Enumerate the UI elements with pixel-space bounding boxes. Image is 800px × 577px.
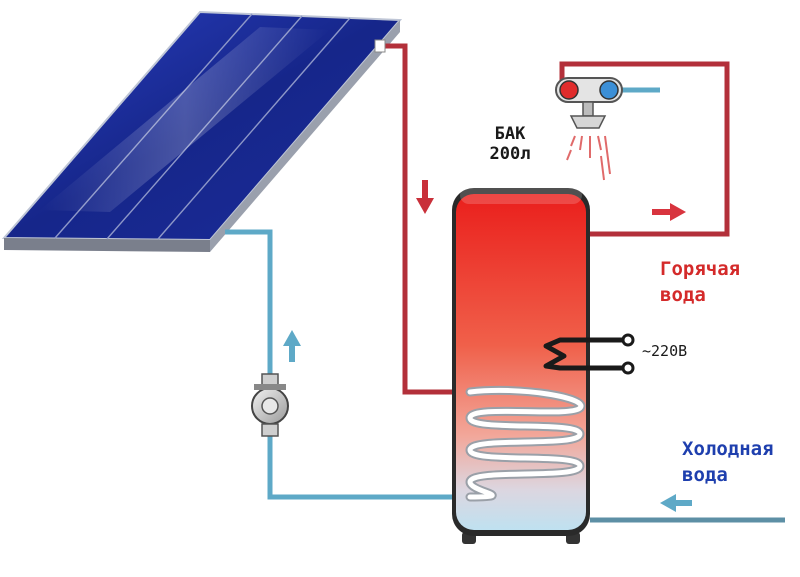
tap-neck xyxy=(582,101,594,117)
hot-water-label: Горячая вода xyxy=(660,256,740,308)
solar-panel xyxy=(1,10,403,252)
terminal-icon xyxy=(621,333,635,347)
cold-water-label-line2: вода xyxy=(682,464,728,486)
cold-pipes xyxy=(225,229,785,523)
tank-label-line1: БАК xyxy=(494,124,526,144)
pump-rotor xyxy=(261,397,279,415)
hot-water-label-line1: Горячая xyxy=(660,258,741,280)
hot-pipes xyxy=(378,43,730,395)
flow-arrows xyxy=(283,180,692,512)
cold-water-label-line1: Холодная xyxy=(682,438,774,460)
cold-water-label: Холодная вода xyxy=(682,436,774,488)
tank-top-highlight xyxy=(460,186,582,204)
terminal-icon xyxy=(621,361,635,375)
electric-heater xyxy=(543,333,635,375)
solar-panel-frame-side xyxy=(210,20,400,252)
arrow-up-icon xyxy=(283,330,301,362)
mixer-tap xyxy=(555,77,623,181)
collector-outlet-fitting xyxy=(374,39,386,53)
water-tank xyxy=(452,186,590,544)
shower-head-icon xyxy=(569,115,607,129)
heating-element-icon xyxy=(543,337,625,371)
pump-coupling xyxy=(261,423,279,437)
cold-pipe-pump-to-collector xyxy=(225,229,273,380)
hot-pipe-tank-to-tap xyxy=(559,61,730,237)
heat-exchanger-coil xyxy=(465,385,586,502)
pump-flange xyxy=(254,384,286,390)
arrow-left-icon xyxy=(660,494,692,512)
arrow-down-icon xyxy=(416,180,434,214)
tank-label-line2: 200л xyxy=(489,144,531,164)
solar-panel-frame-front xyxy=(4,238,210,252)
hot-water-label-line2: вода xyxy=(660,284,706,306)
cold-pipe-coil-to-pump xyxy=(267,430,470,500)
solar-panel-shine xyxy=(40,27,330,212)
solar-panel-divider xyxy=(157,17,351,240)
tank-label: БАК 200л xyxy=(470,124,550,164)
hot-knob-icon xyxy=(559,80,579,100)
circulation-pump xyxy=(251,373,289,437)
voltage-label: ~220В xyxy=(642,342,688,360)
water-spray xyxy=(566,135,611,181)
cold-knob-icon xyxy=(599,80,619,100)
arrow-right-icon xyxy=(652,203,686,221)
hot-pipe-collector-to-coil xyxy=(378,43,470,395)
